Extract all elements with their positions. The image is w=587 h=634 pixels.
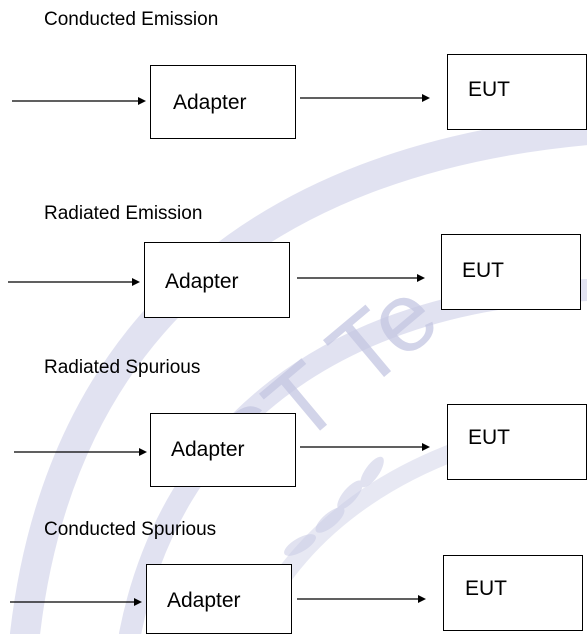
- section-title-radiated-emission: Radiated Emission: [44, 203, 203, 224]
- eut-label: EUT: [468, 78, 510, 101]
- adapter-box-conducted-emission: Adapter: [150, 65, 296, 139]
- adapter-box-radiated-spurious: Adapter: [150, 413, 296, 487]
- adapter-box-conducted-spurious: Adapter: [146, 564, 292, 634]
- eut-label: EUT: [462, 259, 504, 282]
- section-title-conducted-spurious: Conducted Spurious: [44, 519, 217, 540]
- adapter-label: Adapter: [167, 589, 241, 612]
- adapter-label: Adapter: [165, 270, 239, 293]
- eut-box-radiated-emission: EUT: [441, 234, 581, 310]
- section-title-radiated-spurious: Radiated Spurious: [44, 357, 201, 378]
- section-title-conducted-emission: Conducted Emission: [44, 9, 219, 30]
- adapter-label: Adapter: [173, 91, 247, 114]
- adapter-box-radiated-emission: Adapter: [144, 242, 290, 318]
- eut-box-conducted-spurious: EUT: [443, 555, 583, 631]
- adapter-label: Adapter: [171, 438, 245, 461]
- eut-box-conducted-emission: EUT: [447, 54, 587, 130]
- eut-label: EUT: [468, 426, 510, 449]
- eut-label: EUT: [465, 577, 507, 600]
- eut-box-radiated-spurious: EUT: [447, 404, 587, 480]
